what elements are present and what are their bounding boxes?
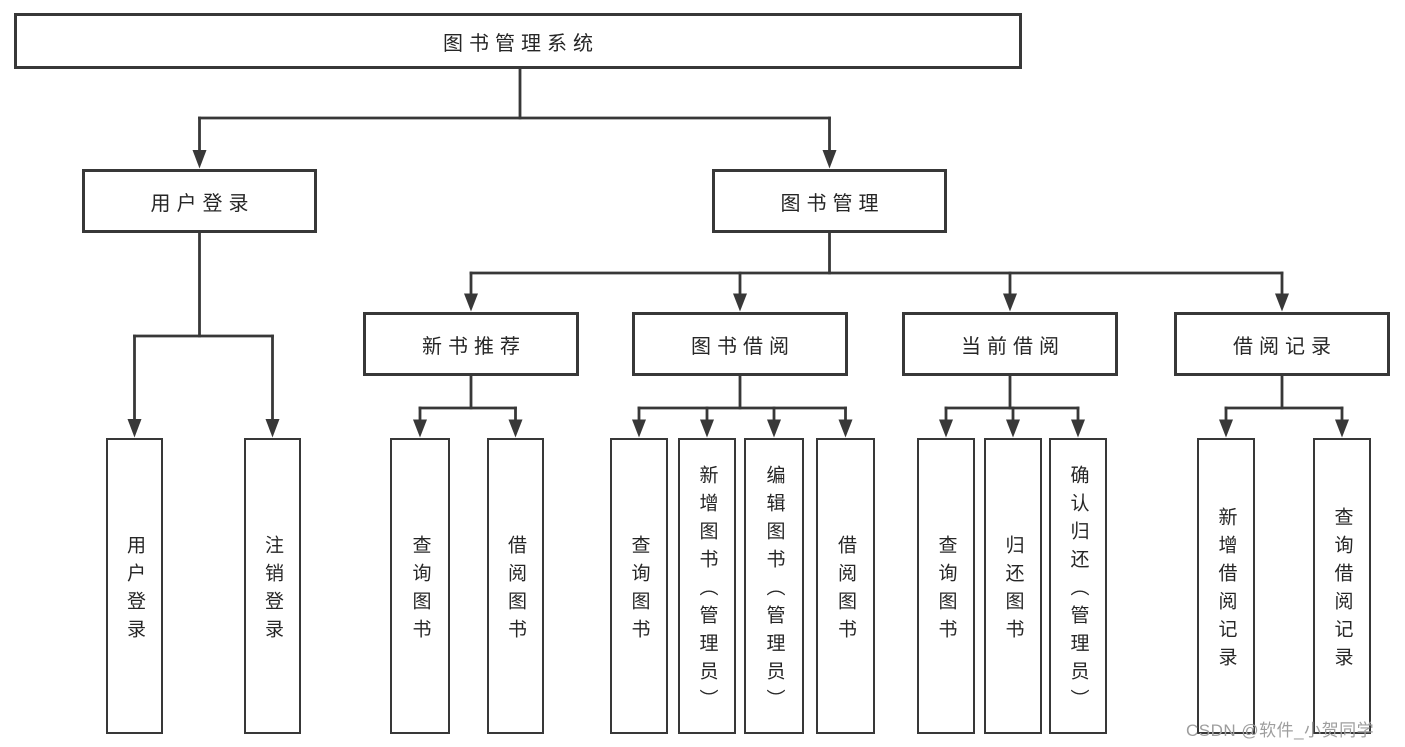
node-root: 图书管理系统 bbox=[14, 13, 1022, 69]
node-edit-books-admin: 编辑图书（管理员） bbox=[744, 438, 804, 734]
node-borrow-books-recommend: 借阅图书 bbox=[487, 438, 544, 734]
node-logout: 注销登录 bbox=[244, 438, 301, 734]
node-borrowing-records: 借阅记录 bbox=[1174, 312, 1390, 376]
arrowheads bbox=[127, 150, 1349, 438]
node-query-borrow-record: 查询借阅记录 bbox=[1313, 438, 1371, 734]
node-user-login-leaf: 用户登录 bbox=[106, 438, 163, 734]
node-confirm-return-admin: 确认归还（管理员） bbox=[1049, 438, 1107, 734]
node-book-borrowing: 图书借阅 bbox=[632, 312, 848, 376]
node-current-borrowing: 当前借阅 bbox=[902, 312, 1118, 376]
node-query-books-recommend: 查询图书 bbox=[390, 438, 450, 734]
node-add-books-admin: 新增图书（管理员） bbox=[678, 438, 736, 734]
node-query-books-current: 查询图书 bbox=[917, 438, 975, 734]
node-add-borrow-record: 新增借阅记录 bbox=[1197, 438, 1255, 734]
node-book-management: 图书管理 bbox=[712, 169, 947, 233]
node-return-books: 归还图书 bbox=[984, 438, 1042, 734]
csdn-watermark: CSDN @软件_小贺同学 bbox=[1186, 721, 1375, 740]
node-query-books-borrow: 查询图书 bbox=[610, 438, 668, 734]
node-user-login: 用户登录 bbox=[82, 169, 317, 233]
node-new-book-recommend: 新书推荐 bbox=[363, 312, 579, 376]
node-borrow-books: 借阅图书 bbox=[816, 438, 875, 734]
